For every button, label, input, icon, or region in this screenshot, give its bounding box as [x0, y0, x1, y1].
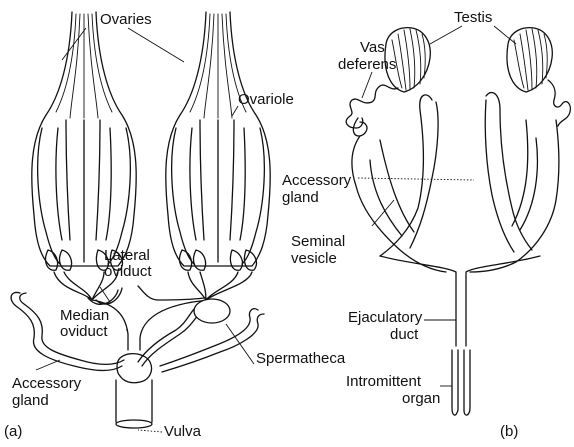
- seminal-vesicle-right: [470, 120, 559, 272]
- male-reproductive-system: Testis Vas deferens Accessory gland Semi…: [282, 9, 570, 440]
- genital-chamber: [117, 354, 152, 383]
- accessory-gland-inner-right: [485, 92, 532, 252]
- label-intromittent-organ-1: Intromittent: [346, 373, 422, 390]
- vas-deferens-right: [548, 80, 570, 126]
- label-vulva: Vulva: [164, 423, 202, 440]
- label-median-oviduct-2: oviduct: [60, 323, 108, 340]
- label-intromittent-organ-2: organ: [402, 390, 440, 407]
- label-lateral-oviduct-1: Lateral: [104, 247, 150, 264]
- label-spermatheca: Spermatheca: [256, 350, 346, 367]
- label-ovariole: Ovariole: [238, 91, 294, 108]
- label-accessory-gland-2: gland: [12, 392, 49, 409]
- right-ovary: [166, 12, 270, 300]
- label-vas-deferens-1: Vas: [360, 39, 385, 56]
- label-lateral-oviduct-2: oviduct: [104, 263, 152, 280]
- panel-label-a: (a): [4, 423, 22, 440]
- label-ejaculatory-duct-2: duct: [390, 326, 419, 343]
- label-accessory-gland-male-2: gland: [282, 189, 319, 206]
- label-testis: Testis: [454, 9, 492, 26]
- label-seminal-vesicle-1: Seminal: [291, 233, 345, 250]
- panel-label-b: (b): [500, 423, 518, 440]
- vulva-opening: [116, 420, 152, 428]
- vulva-tube: [116, 380, 152, 422]
- testis-right: [507, 28, 552, 92]
- median-oviduct: [92, 300, 210, 350]
- intromittent-organ: [452, 350, 470, 415]
- label-accessory-gland-1: Accessory: [12, 375, 82, 392]
- label-median-oviduct-1: Median: [60, 307, 109, 324]
- label-seminal-vesicle-2: vesicle: [291, 250, 337, 267]
- female-reproductive-system: Ovaries Ovariole Lateral oviduct Median …: [4, 11, 346, 440]
- label-vas-deferens-2: deferens: [338, 56, 396, 73]
- spermatheca: [194, 299, 230, 323]
- label-ovaries: Ovaries: [100, 11, 152, 28]
- label-ejaculatory-duct-1: Ejaculatory: [348, 309, 423, 326]
- label-accessory-gland-male-1: Accessory: [282, 172, 352, 189]
- vas-deferens-left: [346, 85, 398, 128]
